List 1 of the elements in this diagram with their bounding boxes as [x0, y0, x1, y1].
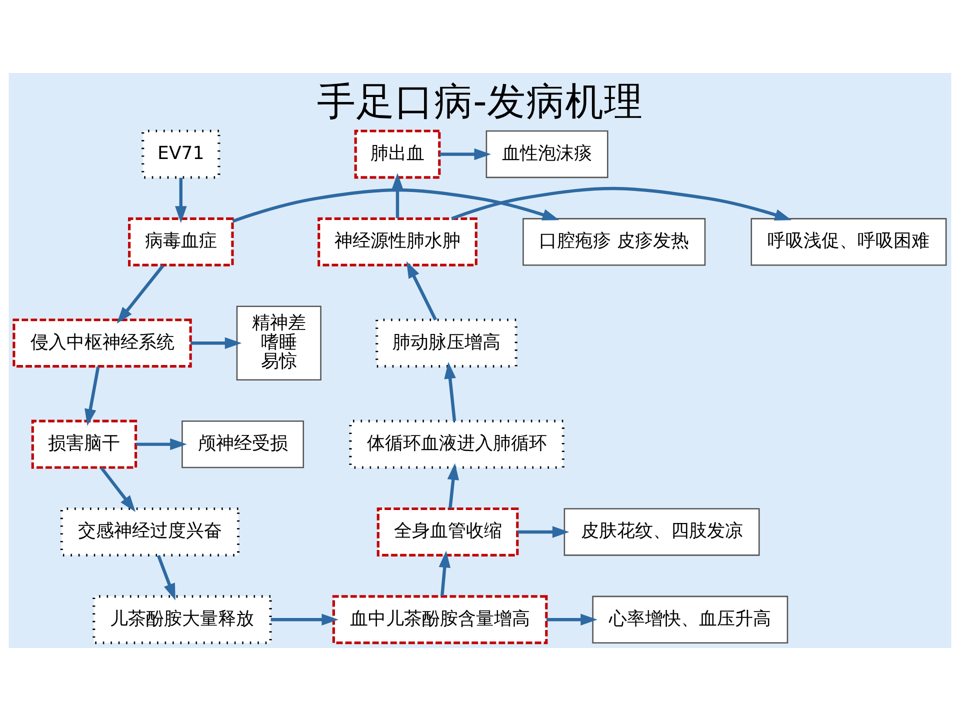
diagram-title: 手足口病-发病机理 — [317, 78, 643, 124]
